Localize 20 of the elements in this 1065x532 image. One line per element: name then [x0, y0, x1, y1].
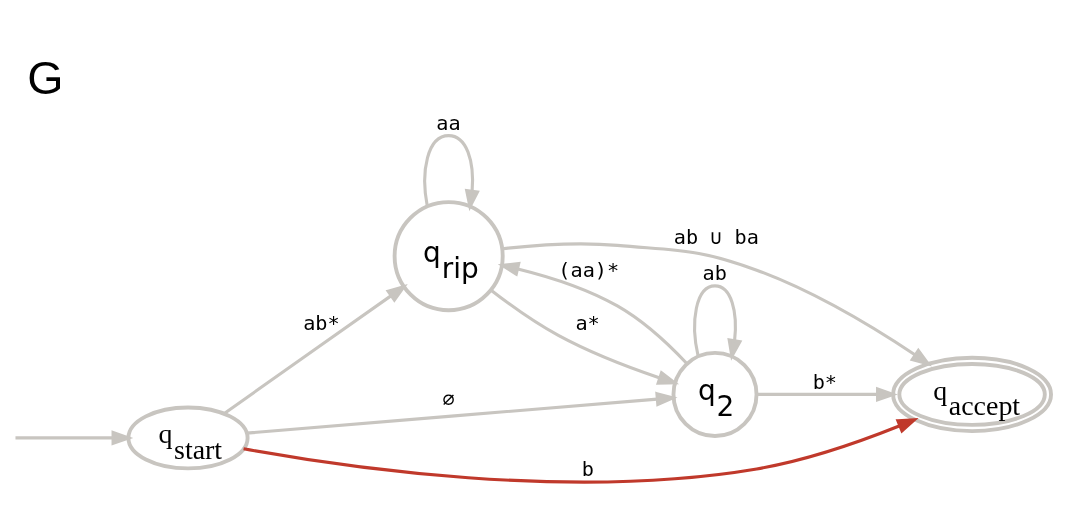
- arrow: [490, 288, 680, 385]
- arrow: [497, 261, 688, 365]
- edge-label: b*: [812, 369, 837, 394]
- edge-label: ab ∪ ba: [673, 224, 759, 249]
- arrow: [223, 283, 408, 415]
- diagram-title: G: [27, 51, 64, 104]
- arrow: [243, 417, 919, 483]
- arrow: [15, 429, 134, 446]
- edge-label: a*: [575, 310, 600, 335]
- edge-label: ∅: [442, 386, 455, 411]
- edge-label: (aa)*: [558, 257, 620, 282]
- arrow: [423, 133, 480, 211]
- arrow: [756, 386, 898, 402]
- edge-label: b: [581, 456, 594, 481]
- edge-label: ab: [702, 260, 727, 285]
- edge-label: aa: [436, 110, 461, 135]
- arrow: [246, 391, 678, 435]
- arrow: [502, 241, 933, 366]
- edge-label: ab*: [303, 310, 340, 335]
- arrow: [693, 283, 743, 361]
